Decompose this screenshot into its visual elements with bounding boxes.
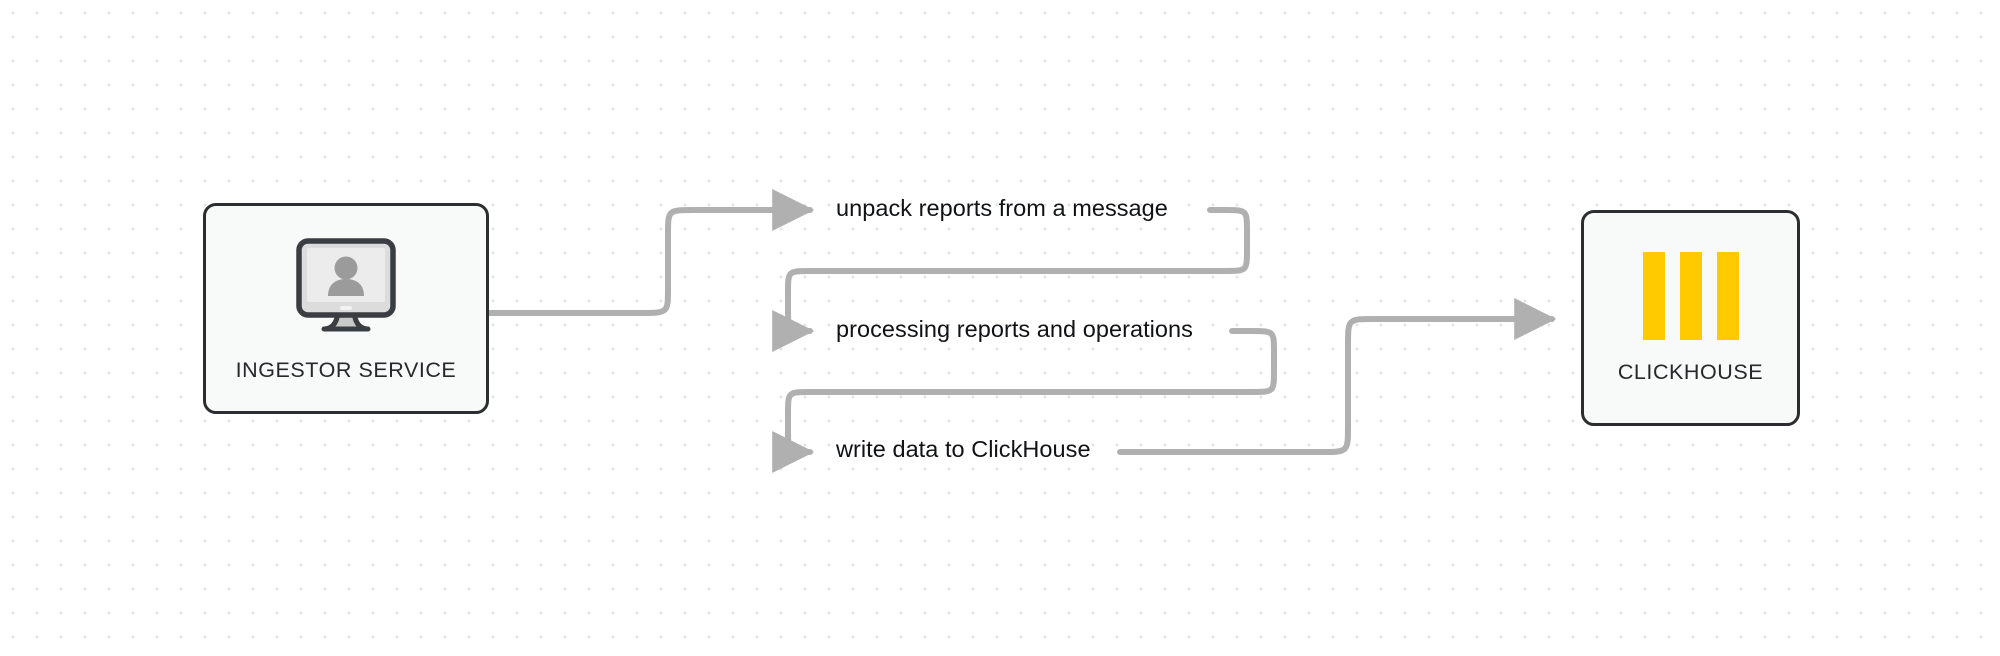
edge-label-write-data: write data to ClickHouse [836, 436, 1091, 462]
monitor-user-icon [287, 234, 405, 338]
edge-path-0-wrap [772, 207, 1250, 352]
node-ingestor-service[interactable]: INGESTOR SERVICE [203, 203, 489, 414]
clickhouse-bar-2 [1679, 251, 1702, 340]
edge-label-processing-reports: processing reports and operations [836, 316, 1193, 342]
clickhouse-bars-icon [1642, 251, 1739, 340]
node-clickhouse[interactable]: CLICKHOUSE [1581, 210, 1800, 426]
edge-label-unpack-reports: unpack reports from a message [836, 195, 1168, 221]
edge-path-1-wrap [772, 328, 1277, 473]
node-clickhouse-label: CLICKHOUSE [1617, 359, 1764, 384]
clickhouse-bar-1 [1642, 251, 1665, 340]
edge-path-0-lead [486, 189, 815, 316]
clickhouse-bar-3 [1716, 251, 1739, 340]
node-ingestor-service-label: INGESTOR SERVICE [235, 358, 457, 382]
